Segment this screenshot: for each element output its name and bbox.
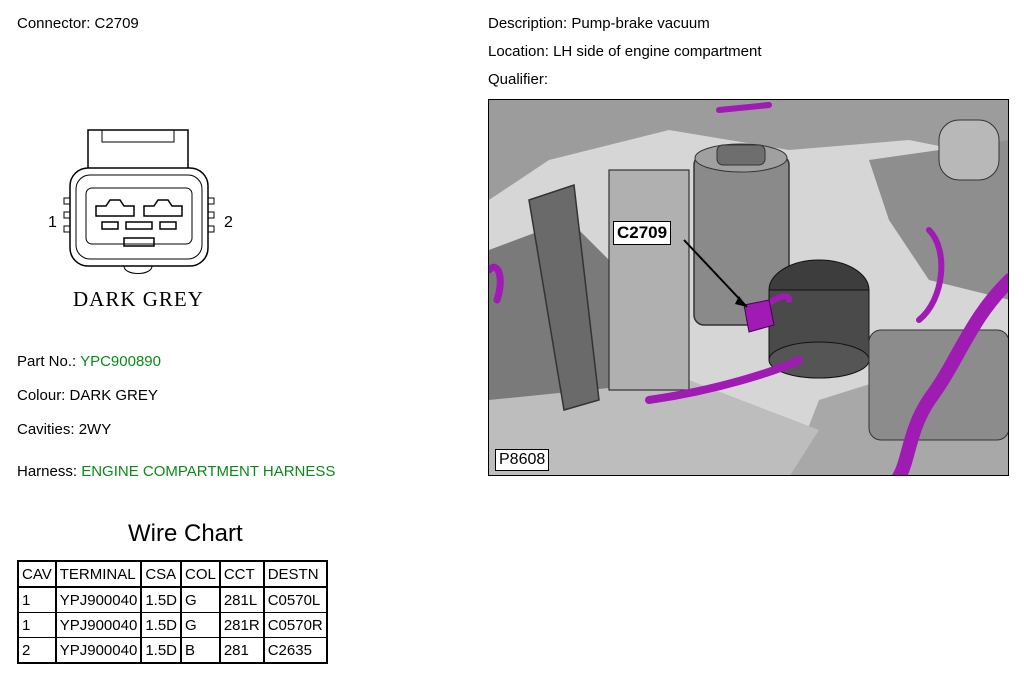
cell-cct: 281L	[218, 586, 265, 613]
cell-csa: 1.5D	[140, 612, 182, 638]
pin-label-1: 1	[48, 214, 57, 231]
cell-terminal: YPJ900040	[54, 586, 143, 613]
cavity-2	[143, 199, 183, 217]
description-value: Pump-brake vacuum	[571, 15, 710, 32]
colour-line: Colour: DARK GREY	[17, 387, 158, 404]
part-no-line: Part No.: YPC900890	[17, 353, 161, 370]
harness-link[interactable]: ENGINE COMPARTMENT HARNESS	[81, 463, 336, 480]
qualifier-line: Qualifier:	[488, 71, 548, 88]
photo-id-label: P8608	[495, 449, 550, 471]
wire-chart-header-row: CAV TERMINAL CSA COL CCT DESTN	[17, 560, 328, 588]
cell-destn: C2635	[262, 637, 328, 664]
description-label: Description:	[488, 15, 568, 32]
col-header-col: COL	[180, 560, 221, 588]
cell-cav: 1	[17, 586, 57, 613]
cavity-1	[95, 199, 135, 217]
cell-destn: C0570R	[262, 612, 328, 638]
col-header-destn: DESTN	[262, 560, 328, 588]
cell-col: G	[180, 586, 221, 613]
diagram-colour-text: DARK GREY	[73, 287, 204, 311]
cell-csa: 1.5D	[140, 637, 182, 664]
location-line: Location: LH side of engine compartment	[488, 43, 762, 60]
wire-chart-title: Wire Chart	[128, 520, 243, 547]
callout-arrow	[683, 239, 748, 308]
cell-terminal: YPJ900040	[54, 637, 143, 664]
connector-line: Connector: C2709	[17, 15, 139, 32]
cavities-value: 2WY	[78, 421, 112, 438]
col-header-cct: CCT	[218, 560, 265, 588]
harness-label: Harness:	[17, 463, 78, 480]
cell-cav: 2	[17, 637, 57, 664]
connector-housing	[69, 167, 209, 267]
colour-value: DARK GREY	[69, 387, 158, 404]
location-label: Location:	[488, 43, 549, 60]
engine-location-photo	[488, 99, 1009, 476]
col-header-csa: CSA	[140, 560, 182, 588]
cell-terminal: YPJ900040	[54, 612, 143, 638]
pin-label-2: 2	[224, 214, 233, 231]
table-row: 1 YPJ900040 1.5D G 281L C0570L	[17, 586, 328, 613]
cell-cct: 281R	[218, 612, 265, 638]
cell-destn: C0570L	[262, 586, 328, 613]
part-no-link[interactable]: YPC900890	[80, 353, 161, 370]
cavities-label: Cavities:	[17, 421, 75, 438]
connector-latch	[87, 129, 189, 168]
colour-label: Colour:	[17, 387, 66, 404]
table-row: 2 YPJ900040 1.5D B 281 C2635	[17, 637, 328, 664]
connector-label: Connector:	[17, 15, 91, 32]
table-row: 1 YPJ900040 1.5D G 281R C0570R	[17, 612, 328, 638]
cell-cct: 281	[218, 637, 265, 664]
wire-chart-table: CAV TERMINAL CSA COL CCT DESTN 1 YPJ9000…	[17, 560, 328, 664]
part-no-label: Part No.:	[17, 353, 77, 370]
cell-cav: 1	[17, 612, 57, 638]
description-line: Description: Pump-brake vacuum	[488, 15, 710, 32]
connector-value: C2709	[94, 15, 139, 32]
col-header-terminal: TERMINAL	[54, 560, 143, 588]
photo-callout-label: C2709	[613, 221, 672, 245]
c2709-connector	[743, 299, 775, 333]
cell-csa: 1.5D	[140, 586, 182, 613]
location-value: LH side of engine compartment	[553, 43, 762, 60]
connector-face-diagram: 1 2 DARK GREY	[48, 129, 233, 311]
col-header-cav: CAV	[17, 560, 57, 588]
harness-line: Harness: ENGINE COMPARTMENT HARNESS	[17, 463, 335, 480]
cavities-line: Cavities: 2WY	[17, 421, 111, 438]
qualifier-label: Qualifier:	[488, 71, 549, 88]
cell-col: G	[180, 612, 221, 638]
cell-col: B	[180, 637, 221, 664]
